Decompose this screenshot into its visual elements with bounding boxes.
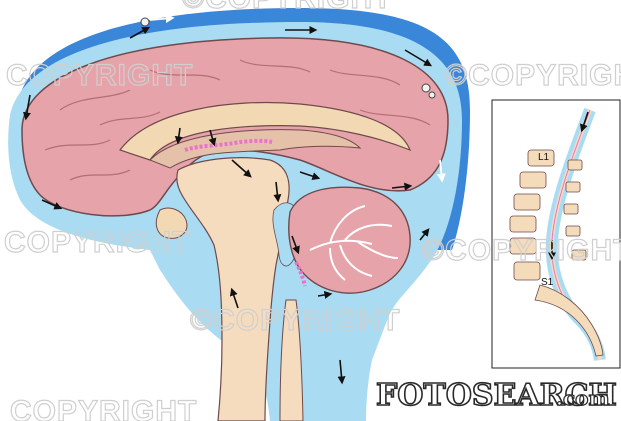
svg-text:COPYRIGHT: COPYRIGHT <box>4 226 191 259</box>
svg-text:©COPYRIGHT: ©COPYRIGHT <box>190 304 400 337</box>
vertebra-label-s1: S1 <box>541 277 554 288</box>
fotosearch-logo: FOTOSEARCH .com <box>376 378 617 413</box>
svg-text:COPYRIGHT: COPYRIGHT <box>6 59 193 92</box>
svg-text:COPYRIGHT: COPYRIGHT <box>10 395 197 421</box>
svg-text:.com: .com <box>556 386 610 410</box>
svg-text:©COPYRIGHT: ©COPYRIGHT <box>182 0 392 15</box>
vertebra-label-l1: L1 <box>538 152 550 163</box>
svg-text:©COPYRIGHT: ©COPYRIGHT <box>445 59 621 92</box>
svg-text:©COPYRIGHT: ©COPYRIGHT <box>422 234 621 267</box>
